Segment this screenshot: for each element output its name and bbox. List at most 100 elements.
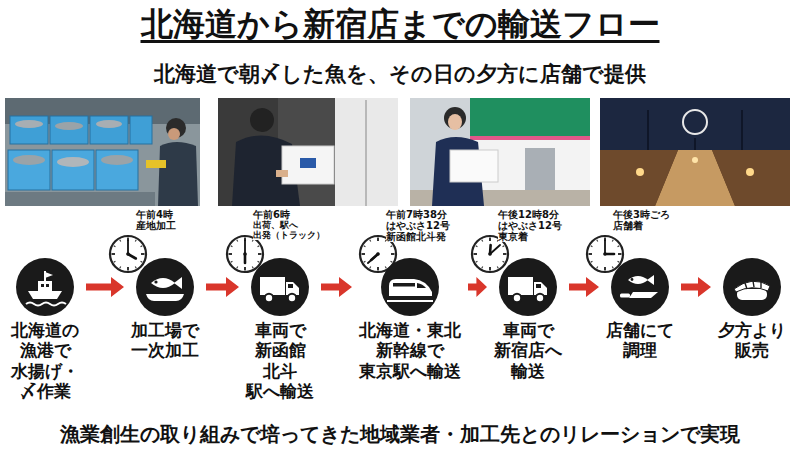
clock-tick bbox=[385, 267, 386, 269]
photo-fish-market-part bbox=[55, 122, 83, 130]
clock-tick bbox=[618, 261, 620, 262]
clock-minute-hand bbox=[368, 254, 378, 263]
photo-loading-box-part bbox=[218, 98, 398, 206]
clock-tick bbox=[597, 240, 598, 242]
photo-fish-market bbox=[5, 98, 200, 206]
photo-loading-box-part bbox=[335, 98, 398, 206]
photo-loading-box-part bbox=[250, 108, 274, 132]
step-circle bbox=[381, 258, 439, 316]
subtitle-row: 北海道で朝〆した魚を、その日の夕方に店舗で提供 bbox=[0, 60, 800, 88]
clock-tick bbox=[135, 267, 136, 269]
title-text: 北海道から新宿店までの輸送フロー bbox=[141, 5, 660, 43]
clock-pin bbox=[603, 252, 607, 256]
clock-tick bbox=[489, 267, 491, 271]
clock-tick bbox=[618, 253, 622, 255]
photo-shop-entrance bbox=[600, 98, 790, 206]
time-label: 産地加工 bbox=[136, 220, 176, 231]
clock-tick bbox=[114, 261, 116, 262]
truck-wheel bbox=[536, 294, 544, 302]
clock-tick bbox=[482, 240, 483, 242]
plate bbox=[146, 294, 184, 301]
clock-pin bbox=[488, 252, 492, 256]
photo-bullet-train-part bbox=[444, 107, 466, 129]
time-label: 午後12時8分 bbox=[498, 209, 559, 220]
flow-step: 北海道・東北 新幹線で 東京駅へ輸送 bbox=[357, 258, 463, 381]
time-label: はやぶさ12号 bbox=[386, 220, 450, 231]
clock-tick bbox=[252, 267, 253, 269]
clock-tick bbox=[482, 267, 483, 269]
flow-step: 加工場で 一次加工 bbox=[129, 258, 201, 361]
clock-tick bbox=[237, 267, 238, 269]
flow-arrow bbox=[206, 277, 239, 297]
photo-shop-entrance-part bbox=[692, 157, 698, 163]
subtitle-text: 北海道で朝〆した魚を、その日の夕方に店舗で提供 bbox=[154, 62, 646, 86]
fish-body bbox=[628, 276, 648, 284]
flow-step: 店舗にて 調理 bbox=[604, 258, 676, 361]
clock-tick bbox=[229, 253, 233, 255]
clock-label-group: 午前6時出荷、駅へ 出発（トラック） bbox=[253, 209, 327, 240]
fish-body bbox=[151, 278, 175, 288]
time-label: 午前6時 bbox=[253, 209, 290, 220]
photo-loading-box-part bbox=[282, 146, 334, 184]
clock-tick bbox=[377, 238, 379, 242]
photo-fish-market-part bbox=[96, 150, 138, 190]
sushi-stripe bbox=[753, 281, 754, 287]
ship-waves bbox=[26, 303, 66, 306]
time-label: はやぶさ12号 bbox=[498, 220, 562, 231]
clock-tick bbox=[231, 246, 233, 247]
train-windshield bbox=[417, 283, 426, 288]
clock-tick bbox=[474, 253, 478, 255]
photo-fish-market-part bbox=[13, 155, 45, 165]
step-icon bbox=[16, 258, 74, 316]
step-icon bbox=[136, 258, 194, 316]
clock-tick bbox=[489, 238, 491, 242]
flow-arrow bbox=[569, 277, 599, 297]
clock-tick bbox=[589, 253, 593, 255]
ship-cabin bbox=[38, 281, 52, 291]
flow-step: 北海道の 漁港で 水揚げ・ 〆作業 bbox=[9, 258, 81, 402]
train-body bbox=[389, 279, 432, 296]
photo-shop-entrance-part bbox=[683, 110, 707, 134]
clock-minute-hand bbox=[244, 241, 246, 255]
time-label: 午後3時ごろ bbox=[613, 209, 670, 220]
flow-arrow bbox=[321, 277, 352, 297]
truck-window bbox=[288, 284, 293, 288]
photo-bullet-train-part bbox=[525, 148, 555, 194]
truck-wheel bbox=[288, 294, 296, 302]
clock-tick bbox=[141, 261, 143, 262]
step-circle bbox=[251, 258, 309, 316]
train-rail bbox=[387, 300, 433, 302]
flow-arrow bbox=[681, 277, 711, 297]
step-glyph bbox=[734, 281, 770, 300]
photo-shop-entrance-part bbox=[647, 110, 649, 150]
clock-label-group: 午後3時ごろ店舗着 bbox=[613, 209, 670, 231]
sushi-rice bbox=[737, 289, 767, 300]
clock-tick bbox=[258, 246, 260, 247]
photo-fish-market-part bbox=[158, 142, 198, 206]
step-glyph bbox=[508, 277, 547, 302]
ship-window bbox=[46, 284, 49, 287]
time-label: 東京着 bbox=[498, 231, 528, 242]
clock-tick bbox=[127, 267, 129, 271]
clock-tick bbox=[231, 261, 233, 262]
truck-box bbox=[508, 277, 533, 295]
clock-tick bbox=[135, 240, 136, 242]
sushi-stripe bbox=[760, 282, 761, 288]
clock-tick bbox=[391, 246, 393, 247]
clock-tick bbox=[114, 246, 116, 247]
fish-tail bbox=[174, 277, 182, 289]
clock-icon bbox=[227, 236, 263, 272]
sushi-fish bbox=[734, 281, 770, 292]
photo-bullet-train-part bbox=[448, 114, 462, 130]
photo-shop-entrance-part bbox=[636, 168, 644, 176]
caption-text: 漁業創生の取り組みで培ってきた地域業者・加工先とのリレーションで実現 bbox=[60, 422, 740, 446]
flow-step: 車両で 新函館 北斗 駅へ輸送 bbox=[244, 258, 316, 402]
clock-tick bbox=[497, 267, 498, 269]
photo-fish-market-part bbox=[15, 120, 43, 128]
clock-label-group: 午後12時8分はやぶさ12号東京着 bbox=[498, 209, 562, 242]
photo-shop-entrance-part bbox=[600, 98, 790, 206]
step-circle bbox=[136, 258, 194, 316]
clock-face bbox=[227, 236, 263, 272]
